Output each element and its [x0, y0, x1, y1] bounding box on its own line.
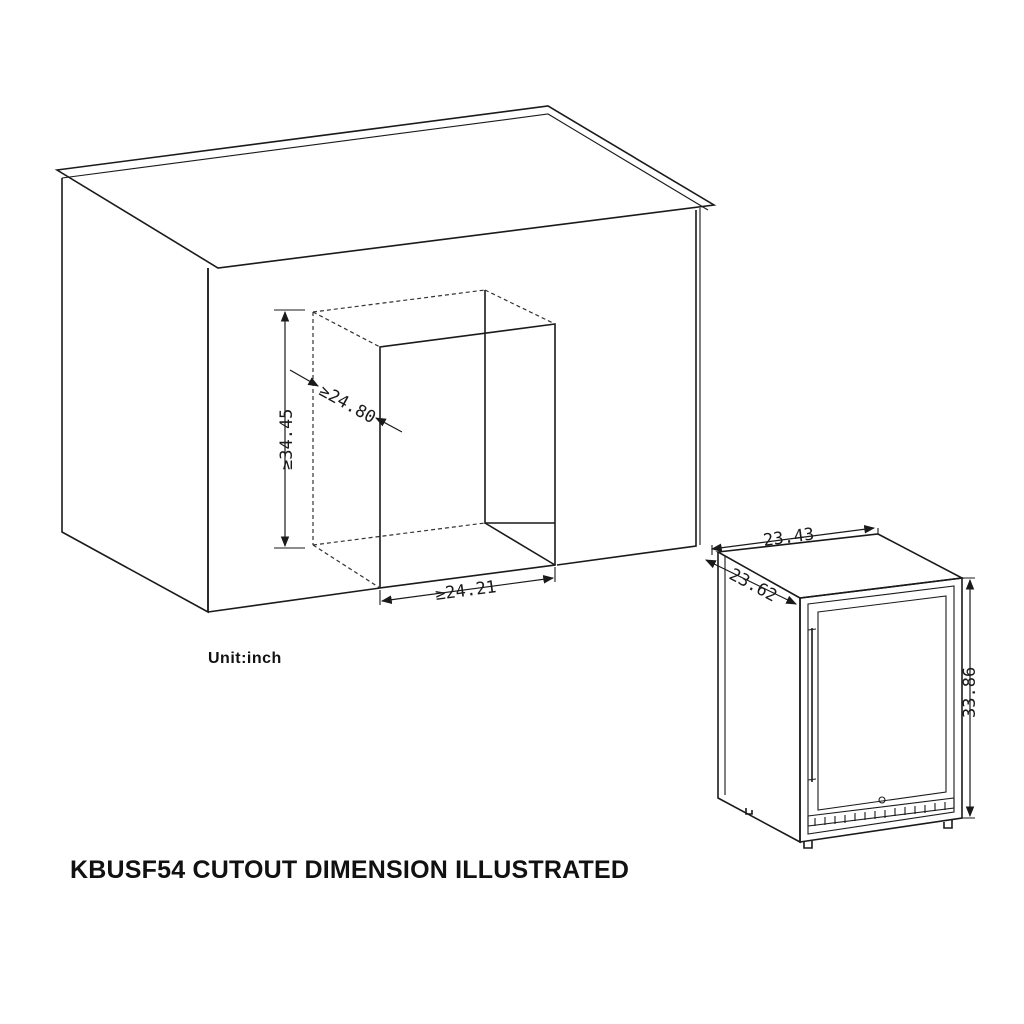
- cutout-depth-label: ≥24.80: [316, 381, 379, 428]
- cutout-height-label: ≥34.45: [277, 409, 297, 470]
- cutout-depth-dimension: ≥24.80: [289, 369, 403, 433]
- appliance-depth-dimension: 23.62: [705, 559, 797, 606]
- unit-label: Unit:inch: [208, 650, 282, 667]
- cabinet: [54, 105, 717, 614]
- appliance-width-label: 23.43: [762, 524, 815, 551]
- cutout-width-label: ≥24.21: [434, 577, 498, 605]
- cutout-width-dimension: ≥24.21: [379, 567, 556, 605]
- cabinet-front-face: [207, 210, 697, 613]
- appliance-height-label: 33.86: [960, 667, 980, 718]
- countertop: [54, 105, 717, 269]
- vent-grille: [807, 796, 955, 827]
- diagram-caption: KBUSF54 CUTOUT DIMENSION ILLUSTRATED: [70, 856, 630, 884]
- appliance-height-dimension: 33.86: [960, 577, 980, 819]
- cabinet-side-face: [61, 178, 209, 614]
- cutout-height-dimension: ≥34.45: [274, 309, 305, 549]
- lock-icon: [878, 796, 886, 804]
- cutout-opening: [312, 289, 556, 589]
